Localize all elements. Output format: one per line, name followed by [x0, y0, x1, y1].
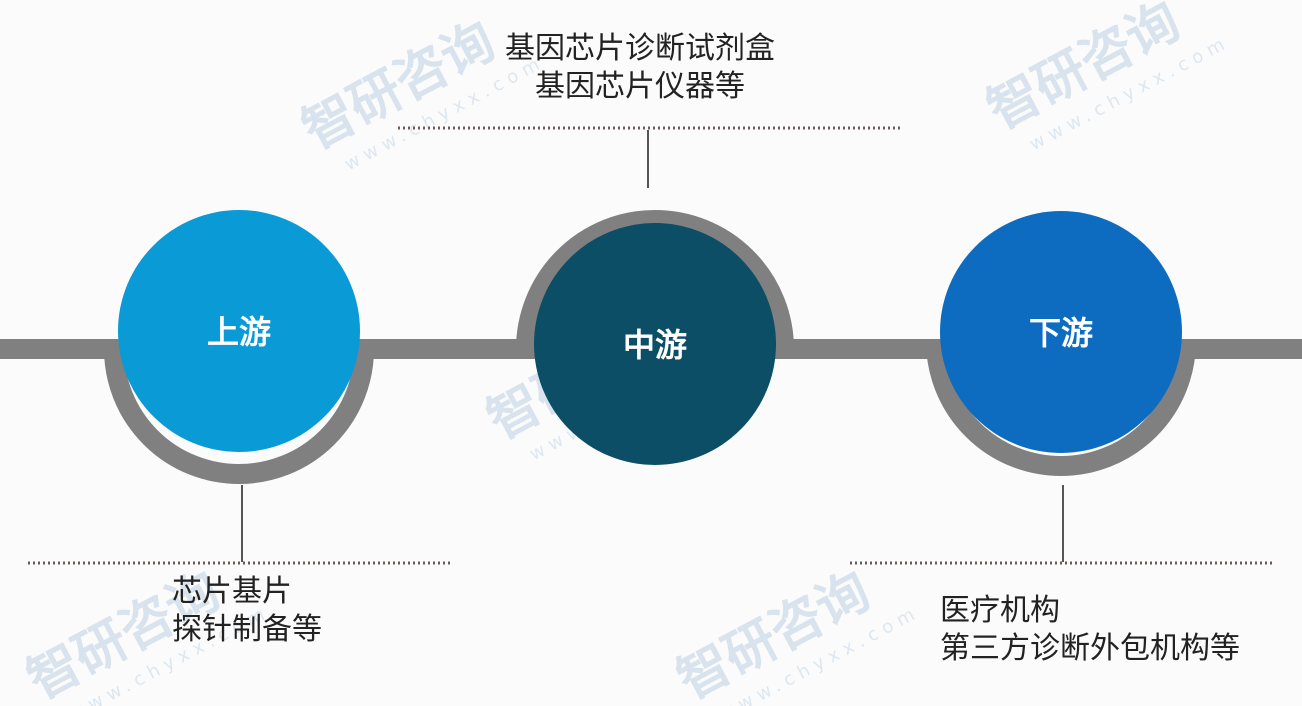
upstream-description-line: 芯片基片	[172, 574, 292, 609]
upstream-node: 上游	[118, 210, 360, 452]
upstream-ring-arc	[104, 348, 374, 484]
midstream-label: 中游	[623, 326, 687, 364]
upstream-circle	[118, 210, 360, 452]
track-segment-right	[1180, 339, 1302, 359]
downstream-label: 下游	[1029, 314, 1093, 352]
midstream-circle	[534, 223, 776, 465]
midstream-description-line: 基因芯片诊断试剂盒	[505, 31, 775, 66]
upstream-description-line: 探针制备等	[172, 612, 322, 647]
downstream-description-line: 医疗机构	[940, 593, 1060, 628]
midstream-ring-arc	[516, 210, 794, 350]
track-segment-left	[0, 339, 120, 359]
track	[0, 339, 1302, 359]
upstream-label: 上游	[207, 313, 271, 351]
track-segment-mid-right	[775, 339, 945, 359]
midstream-description: 基因芯片诊断试剂盒 基因芯片仪器等	[440, 30, 840, 106]
downstream-description: 医疗机构 第三方诊断外包机构等	[940, 592, 1240, 668]
downstream-ring-arc	[926, 340, 1196, 476]
track-segment-left-mid	[355, 339, 535, 359]
midstream-node: 中游	[534, 223, 776, 465]
downstream-description-line: 第三方诊断外包机构等	[940, 631, 1240, 666]
downstream-circle	[940, 211, 1182, 453]
downstream-node: 下游	[940, 211, 1182, 453]
upstream-description: 芯片基片 探针制备等	[172, 573, 322, 649]
midstream-description-line: 基因芯片仪器等	[535, 69, 745, 104]
